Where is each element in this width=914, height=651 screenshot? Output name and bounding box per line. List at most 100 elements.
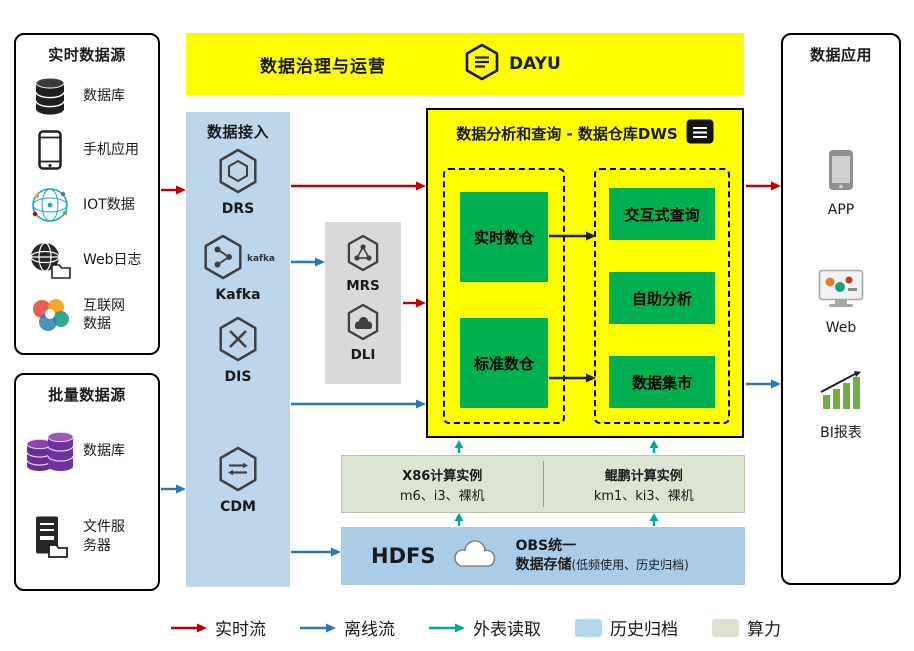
archive-swatch	[575, 618, 602, 637]
obs-cloud-icon	[448, 537, 502, 575]
realtime-arrow-icon	[171, 623, 207, 632]
dws-panel: 数据分析和查询 - 数据仓库DWS 实时数仓 标准数仓 交互式查询 自助分析 数…	[426, 108, 744, 438]
source-item-label: Web日志	[83, 252, 142, 269]
service-label: Kafka	[215, 287, 261, 303]
legend-realtime: 实时流	[171, 615, 266, 640]
ingestion-title: 数据接入	[206, 123, 269, 141]
drs-hexagon-icon	[216, 148, 260, 198]
app-phone-icon	[828, 149, 854, 195]
kafka-logo-text: kafka	[246, 254, 276, 264]
hdfs-label: HDFS	[371, 544, 436, 568]
governance-bar: 数据治理与运营 DAYU	[186, 33, 744, 95]
legend: 实时流 离线流 外表读取 历史归档 算力	[171, 615, 781, 640]
source-item-web-log: Web日志	[24, 240, 156, 280]
dayu-brand: DAYU	[464, 33, 561, 95]
legend-compute: 算力	[712, 615, 781, 640]
obs-note: (低频使用、历史归档)	[571, 558, 689, 572]
legend-archive: 历史归档	[575, 615, 678, 640]
service-label: DIS	[224, 369, 252, 385]
x86-spec: m6、i3、裸机	[399, 488, 485, 504]
application-web: Web	[783, 269, 899, 336]
batch-sources-title: 批量数据源	[48, 386, 126, 404]
source-item-mobile-app: 手机应用	[24, 130, 156, 170]
source-item-label: 数据库	[83, 443, 125, 460]
source-item-file-server: 文件服务器	[24, 515, 156, 559]
external-arrow-icon	[429, 623, 465, 632]
governance-title: 数据治理与运营	[260, 56, 386, 77]
analysis-group: 交互式查询 自助分析 数据集市	[594, 168, 730, 424]
compute-instances-bar: X86计算实例 m6、i3、裸机 鲲鹏计算实例 km1、ki3、裸机	[341, 455, 745, 513]
purple-database-icon	[24, 430, 76, 474]
applications-title: 数据应用	[809, 46, 872, 64]
application-app: APP	[783, 149, 899, 218]
realtime-sources-title: 实时数据源	[48, 46, 126, 64]
service-label: CDM	[220, 499, 256, 515]
source-item-batch-database: 数据库	[24, 430, 156, 474]
service-label: MRS	[346, 278, 380, 294]
realtime-warehouse-box: 实时数仓	[460, 192, 548, 282]
offline-arrow-icon	[300, 623, 336, 632]
globe-folder-icon	[24, 240, 76, 280]
kafka-hexagon-icon	[201, 234, 245, 284]
interactive-query-box: 交互式查询	[609, 188, 715, 240]
source-item-iot: IOT数据	[24, 185, 156, 225]
data-mart-box: 数据集市	[609, 356, 715, 408]
application-label: Web	[825, 320, 857, 336]
source-item-label: IOT数据	[83, 196, 135, 213]
service-dli: DLI	[345, 303, 381, 363]
web-monitor-icon	[818, 269, 864, 313]
dli-hexagon-icon	[345, 303, 381, 345]
processing-panel: MRS DLI	[325, 222, 401, 384]
x86-compute: X86计算实例 m6、i3、裸机	[342, 456, 543, 512]
source-item-database: 数据库	[24, 77, 156, 115]
warehouse-group: 实时数仓 标准数仓	[443, 168, 565, 424]
phone-icon	[24, 130, 76, 170]
application-bi: BI报表	[783, 371, 899, 442]
divider	[542, 461, 544, 507]
legend-label: 离线流	[344, 620, 395, 640]
legend-label: 算力	[747, 620, 781, 640]
x86-title: X86计算实例	[402, 468, 483, 484]
legend-label: 外表读取	[473, 620, 541, 640]
source-item-internet-data: 互联网数据	[24, 295, 156, 335]
legend-offline: 离线流	[300, 615, 395, 640]
realtime-sources-panel: 实时数据源 数据库 手机应用 IOT数据	[14, 33, 160, 355]
batch-sources-list: 数据库 文件服务器	[16, 405, 158, 589]
iot-icon	[24, 185, 76, 225]
kunpeng-compute: 鲲鹏计算实例 km1、ki3、裸机	[544, 456, 745, 512]
standard-warehouse-box: 标准数仓	[460, 318, 548, 408]
service-dis: DIS	[186, 316, 290, 385]
realtime-sources-list: 数据库 手机应用 IOT数据 Web日志	[16, 65, 158, 353]
legend-external: 外表读取	[429, 615, 541, 640]
service-mrs: MRS	[345, 234, 381, 294]
service-label: DLI	[350, 347, 376, 363]
data-ingestion-panel: 数据接入 DRS kafka Kafka DIS	[186, 112, 290, 587]
dayu-label: DAYU	[509, 54, 561, 74]
kunpeng-title: 鲲鹏计算实例	[604, 468, 683, 484]
service-kafka: kafka Kafka	[186, 234, 290, 303]
source-item-label: 互联网数据	[83, 298, 125, 333]
dis-hexagon-icon	[216, 316, 260, 366]
warehouse-icon	[686, 119, 714, 148]
source-item-label: 手机应用	[83, 141, 139, 158]
compute-swatch	[712, 618, 739, 637]
mrs-hexagon-icon	[345, 234, 381, 276]
file-server-icon	[24, 515, 76, 559]
batch-sources-panel: 批量数据源 数据库 文件服务器	[14, 373, 160, 591]
service-drs: DRS	[186, 148, 290, 217]
kunpeng-spec: km1、ki3、裸机	[593, 488, 694, 504]
hdfs-storage-bar: HDFS OBS统一 数据存储(低频使用、历史归档)	[341, 527, 745, 585]
dws-title: 数据分析和查询 - 数据仓库DWS	[456, 125, 678, 143]
legend-label: 历史归档	[610, 620, 678, 640]
source-item-label: 文件服务器	[83, 519, 125, 554]
bi-chart-icon	[818, 371, 864, 415]
obs-storage-label: OBS统一 数据存储(低频使用、历史归档)	[515, 537, 688, 575]
application-label: APP	[827, 202, 855, 218]
dayu-hexagon-icon	[464, 42, 500, 86]
obs-line2: 数据存储	[515, 557, 572, 573]
application-label: BI报表	[820, 425, 862, 441]
self-service-analysis-box: 自助分析	[609, 272, 715, 324]
service-cdm: CDM	[186, 446, 290, 515]
cdm-hexagon-icon	[216, 446, 260, 496]
